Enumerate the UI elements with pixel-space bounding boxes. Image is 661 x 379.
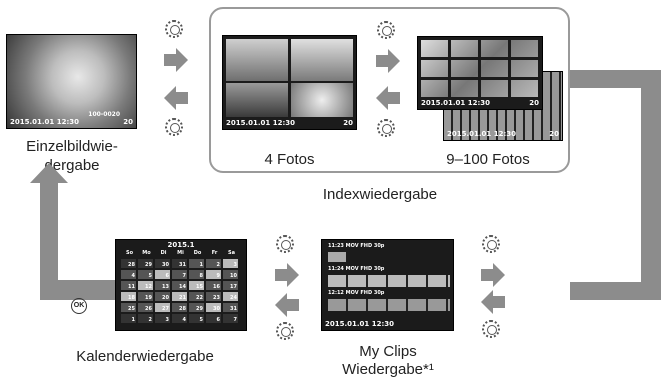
calendar-day: 2 xyxy=(206,259,221,268)
calendar-day: 1 xyxy=(189,259,204,268)
myclips-timestamp: 2015.01.01 12:30 xyxy=(325,320,395,328)
calendar-weekday: Fr xyxy=(211,250,218,256)
connector-right-icon xyxy=(570,70,661,300)
calendar-day: 29 xyxy=(138,259,153,268)
myclips-screen: 11:23 MOV FHD 30p 11:24 MOV FHD 30p 12:1… xyxy=(322,240,453,330)
label-four-photos: 4 Fotos xyxy=(264,151,315,168)
calendar-day: 5 xyxy=(189,314,204,323)
left-arrow-icon xyxy=(275,293,299,317)
calendar-day: 21 xyxy=(172,292,187,301)
calendar-day: 24 xyxy=(223,292,238,301)
calendar-day: 15 xyxy=(189,281,204,290)
many-photos-number-back: 20 xyxy=(549,130,559,138)
calendar-day: 3 xyxy=(155,314,170,323)
dial-icon xyxy=(482,235,500,253)
calendar-day: 6 xyxy=(155,270,170,279)
calendar-weekday: Mo xyxy=(142,250,151,256)
calendar-weekday: Mi xyxy=(177,250,184,256)
dial-icon xyxy=(377,21,395,39)
calendar-day: 22 xyxy=(189,292,204,301)
calendar-day: 31 xyxy=(223,303,238,312)
dial-icon xyxy=(276,322,294,340)
single-frame-number: 20 xyxy=(123,118,133,126)
calendar-day: 7 xyxy=(172,270,187,279)
calendar-day: 18 xyxy=(121,292,136,301)
label-single-frame: Einzelbildwie- dergabe xyxy=(26,138,118,174)
right-arrow-icon xyxy=(481,263,505,287)
four-photos-number: 20 xyxy=(343,119,353,127)
myclips-row-1: 11:23 MOV FHD 30p xyxy=(328,243,385,249)
left-arrow-icon xyxy=(481,290,505,314)
label-myclips-line1: My Clips xyxy=(359,343,417,360)
calendar-weekday: Sa xyxy=(228,250,235,256)
many-photos-number: 20 xyxy=(529,99,539,107)
calendar-day: 9 xyxy=(206,270,221,279)
calendar-day: 28 xyxy=(121,259,136,268)
calendar-day: 1 xyxy=(121,314,136,323)
calendar-day: 29 xyxy=(189,303,204,312)
calendar-day: 27 xyxy=(155,303,170,312)
many-photos-timestamp-back: 2015.01.01 12:30 xyxy=(447,130,517,138)
right-arrow-icon xyxy=(376,49,400,73)
single-frame-counter: 100-0020 xyxy=(88,111,120,118)
left-arrow-icon xyxy=(376,86,400,110)
calendar-day: 26 xyxy=(138,303,153,312)
connector-left-icon xyxy=(30,163,125,300)
four-photos-timestamp: 2015.01.01 12:30 xyxy=(226,119,296,127)
four-photos-screen: 2015.01.01 12:30 20 xyxy=(223,36,356,129)
calendar-day: 6 xyxy=(206,314,221,323)
calendar-day: 3 xyxy=(223,259,238,268)
calendar-day: 25 xyxy=(121,303,136,312)
dial-icon xyxy=(165,118,183,136)
calendar-day: 17 xyxy=(223,281,238,290)
dial-icon xyxy=(276,235,294,253)
calendar-day: 5 xyxy=(138,270,153,279)
calendar-day: 31 xyxy=(172,259,187,268)
calendar-day: 16 xyxy=(206,281,221,290)
myclips-row-2: 11:24 MOV FHD 30p xyxy=(328,266,385,272)
left-arrow-icon xyxy=(164,86,188,110)
calendar-title: 2015.1 xyxy=(167,241,195,249)
calendar-day: 30 xyxy=(206,303,221,312)
calendar-day: 11 xyxy=(121,281,136,290)
label-many-photos: 9–100 Fotos xyxy=(446,151,530,168)
right-arrow-icon xyxy=(275,263,299,287)
calendar-day: 19 xyxy=(138,292,153,301)
label-calendar-playback: Kalenderwiedergabe xyxy=(76,348,214,365)
ok-button-label: OK xyxy=(73,302,85,309)
calendar-day: 8 xyxy=(189,270,204,279)
calendar-day: 4 xyxy=(121,270,136,279)
calendar-day: 13 xyxy=(155,281,170,290)
calendar-day: 7 xyxy=(223,314,238,323)
calendar-day: 23 xyxy=(206,292,221,301)
calendar-day: 14 xyxy=(172,281,187,290)
calendar-day: 10 xyxy=(223,270,238,279)
many-photos-timestamp: 2015.01.01 12:30 xyxy=(421,99,491,107)
calendar-day: 4 xyxy=(172,314,187,323)
calendar-day: 30 xyxy=(155,259,170,268)
calendar-weekday: Di xyxy=(160,250,167,256)
many-photos-screen: 2015.01.01 12:30 20 xyxy=(418,37,542,109)
single-frame-timestamp: 2015.01.01 12:30 xyxy=(10,118,80,126)
myclips-row-3: 12:12 MOV FHD 30p xyxy=(328,290,385,296)
calendar-weekday: So xyxy=(125,250,134,256)
dial-icon xyxy=(377,119,395,137)
ok-button-icon: OK xyxy=(71,298,87,314)
single-frame-screen: 100-0020 2015.01.01 12:30 20 xyxy=(7,35,136,128)
calendar-day: 28 xyxy=(172,303,187,312)
label-index-playback: Indexwiedergabe xyxy=(322,186,438,203)
dial-icon xyxy=(482,320,500,338)
label-myclips-line2: Wiedergabe*¹ xyxy=(342,361,434,378)
dial-icon xyxy=(165,20,183,38)
calendar-day: 12 xyxy=(138,281,153,290)
calendar-day: 20 xyxy=(155,292,170,301)
calendar-day: 2 xyxy=(138,314,153,323)
index-group-box xyxy=(209,7,570,173)
right-arrow-icon xyxy=(164,48,188,72)
calendar-weekday: Do xyxy=(193,250,202,256)
